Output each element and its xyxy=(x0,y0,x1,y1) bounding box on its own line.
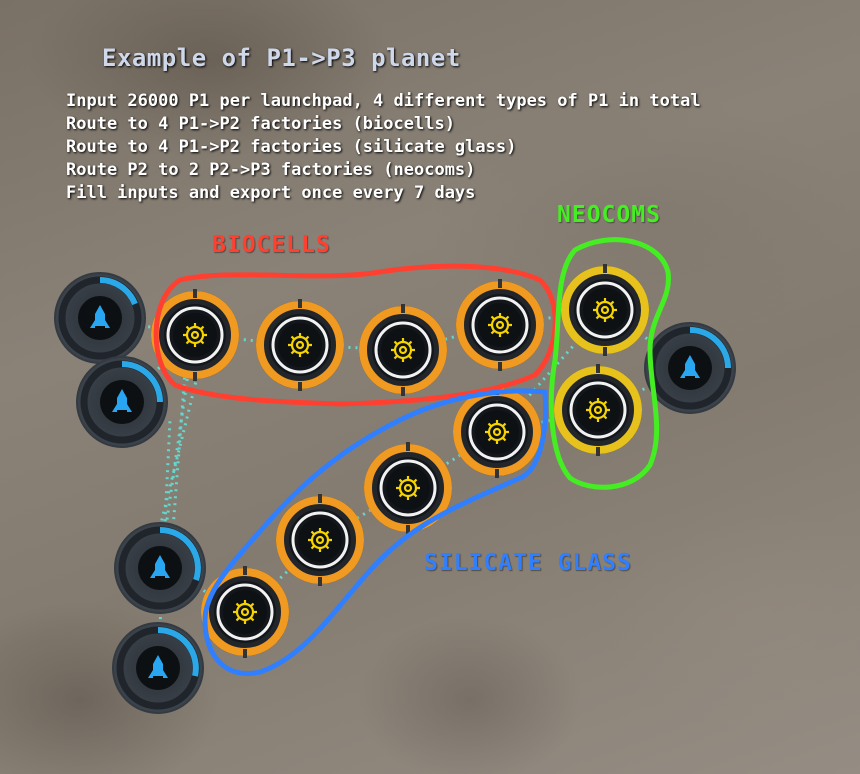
rocket-icon xyxy=(90,305,110,328)
biocells-label: BIOCELLS xyxy=(212,232,331,258)
note-line-5: Fill inputs and export once every 7 days xyxy=(66,183,476,203)
gear-icon xyxy=(485,420,509,444)
neocoms-label: NEOCOMS xyxy=(557,202,661,228)
gear-icon xyxy=(586,398,610,422)
note-line-1: Input 26000 P1 per launchpad, 4 differen… xyxy=(66,91,701,111)
rocket-icon xyxy=(148,655,168,678)
gear-icon xyxy=(288,333,312,357)
launchpad[interactable] xyxy=(112,622,204,714)
note-line-2: Route to 4 P1->P2 factories (biocells) xyxy=(66,114,455,134)
gear-icon xyxy=(593,298,617,322)
factory-neocoms[interactable] xyxy=(554,364,642,456)
factory-biocells[interactable] xyxy=(456,279,544,371)
rocket-icon xyxy=(150,555,170,578)
rocket-icon xyxy=(680,355,700,378)
silicate-glass-label: SILICATE GLASS xyxy=(424,550,632,576)
gear-icon xyxy=(233,600,257,624)
factory-silicate-glass[interactable] xyxy=(276,494,364,586)
note-line-4: Route P2 to 2 P2->P3 factories (neocoms) xyxy=(66,160,476,180)
rocket-icon xyxy=(112,389,132,412)
factory-biocells[interactable] xyxy=(151,289,239,381)
route-link xyxy=(194,323,501,352)
route-link xyxy=(168,371,187,569)
gear-icon xyxy=(183,323,207,347)
note-line-3: Route to 4 P1->P2 factories (silicate gl… xyxy=(66,137,517,157)
factory-biocells[interactable] xyxy=(256,299,344,391)
launchpad[interactable] xyxy=(76,356,168,448)
factory-silicate-glass[interactable] xyxy=(364,442,452,534)
factory-silicate-glass[interactable] xyxy=(201,566,289,658)
gear-icon xyxy=(488,313,512,337)
factory-neocoms[interactable] xyxy=(561,264,649,356)
silicate-glass-outline xyxy=(202,388,549,676)
gear-icon xyxy=(308,528,332,552)
neocoms-outline xyxy=(548,237,671,490)
gear-icon xyxy=(391,338,415,362)
factory-biocells[interactable] xyxy=(359,304,447,396)
factory-silicate-glass[interactable] xyxy=(453,386,541,478)
launchpad[interactable] xyxy=(54,272,146,364)
biocells-outline xyxy=(153,263,558,407)
launchpad[interactable] xyxy=(644,322,736,414)
launchpad[interactable] xyxy=(114,522,206,614)
factories xyxy=(151,264,649,658)
page-title: Example of P1->P3 planet xyxy=(102,44,461,72)
route-link xyxy=(120,333,197,404)
launchpads xyxy=(54,272,736,714)
gear-icon xyxy=(396,476,420,500)
